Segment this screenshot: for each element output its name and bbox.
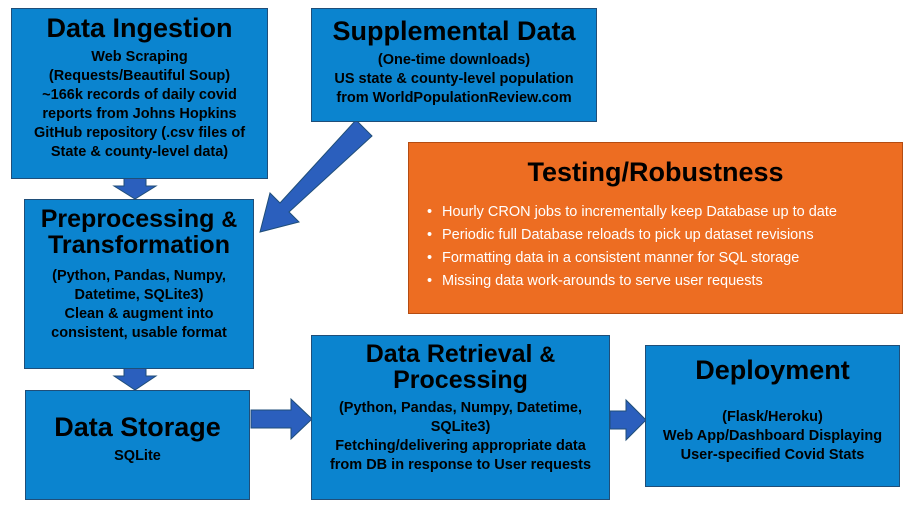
deployment-box: Deployment (Flask/Heroku) Web App/Dashbo… [645,345,900,487]
testing-bullet-list: Hourly CRON jobs to incrementally keep D… [409,201,902,293]
arrow-retrieval-to-deployment [609,398,647,442]
supplemental-data-title: Supplemental Data [332,16,576,46]
data-storage-line: SQLite [114,448,161,465]
arrow-supplemental-to-preprocessing [259,119,373,233]
data-retrieval-title-a: Data Retrieval [365,340,533,368]
deployment-title: Deployment [695,355,850,385]
preprocessing-amp: & [221,207,238,232]
data-ingestion-line: ~166k records of daily covid [42,87,237,104]
arrow-ingestion-to-preprocessing [112,177,158,200]
preprocessing-line: Clean & augment into [64,305,214,322]
testing-bullet: Missing data work-arounds to serve user … [409,270,902,293]
preprocessing-title-b: Transformation [48,231,230,260]
supplemental-data-line: from WorldPopulationReview.com [336,90,572,107]
data-retrieval-title-b: Processing [393,366,528,395]
supplemental-data-line: (One-time downloads) [377,52,531,69]
deployment-line: Web App/Dashboard Displaying [662,428,883,445]
data-ingestion-line: (Requests/Beautiful Soup) [48,68,231,85]
preprocessing-line: (Python, Pandas, Numpy, [52,267,226,284]
data-ingestion-box: Data Ingestion Web Scraping (Requests/Be… [11,8,268,179]
data-ingestion-line: Web Scraping [91,49,188,66]
preprocessing-line: consistent, usable format [51,324,227,341]
data-retrieval-title: Data Retrieval & [366,341,556,367]
preprocessing-title-a: Preprocessing [40,205,215,233]
data-storage-title: Data Storage [54,412,221,442]
preprocessing-box: Preprocessing & Transformation (Python, … [24,199,254,369]
data-retrieval-line: from DB in response to User requests [329,456,592,473]
supplemental-data-line: US state & county-level population [334,71,574,88]
data-ingestion-line: GitHub repository (.csv files of [33,125,246,142]
deployment-line: User-specified Covid Stats [680,447,865,464]
testing-bullet: Formatting data in a consistent manner f… [409,247,902,270]
data-retrieval-line: (Python, Pandas, Numpy, Datetime, [338,399,583,416]
arrow-preprocessing-to-storage [112,367,158,391]
arrow-storage-to-retrieval [250,397,313,441]
preprocessing-title: Preprocessing & [41,206,238,232]
testing-bullet: Periodic full Database reloads to pick u… [409,224,902,247]
data-ingestion-line: State & county-level data) [50,144,229,161]
data-retrieval-amp: & [539,342,556,367]
data-storage-box: Data Storage SQLite [25,390,250,500]
preprocessing-line: Datetime, SQLite3) [74,286,204,303]
deployment-line: (Flask/Heroku) [722,409,823,426]
supplemental-data-box: Supplemental Data (One-time downloads) U… [311,8,597,122]
data-retrieval-line: SQLite3) [430,418,491,435]
testing-robustness-box: Testing/Robustness Hourly CRON jobs to i… [408,142,903,314]
testing-robustness-title: Testing/Robustness [527,157,784,187]
testing-bullet: Hourly CRON jobs to incrementally keep D… [409,201,902,224]
data-retrieval-line: Fetching/delivering appropriate data [335,437,586,454]
data-retrieval-box: Data Retrieval & Processing (Python, Pan… [311,335,610,500]
data-ingestion-line: reports from Johns Hopkins [42,106,237,123]
data-ingestion-title: Data Ingestion [46,13,233,43]
